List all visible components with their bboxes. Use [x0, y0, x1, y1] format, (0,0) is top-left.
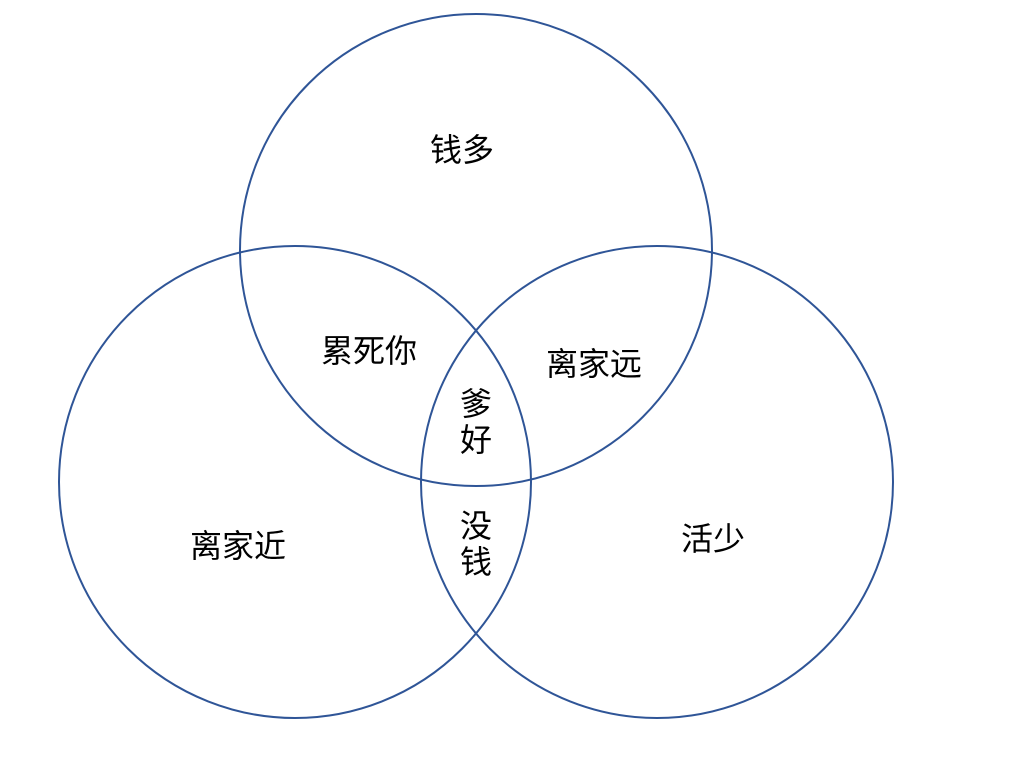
label-center-line1: 爹	[460, 385, 492, 423]
label-left-right-line1: 没	[460, 507, 492, 545]
circle-top	[239, 13, 713, 487]
label-right-only: 活少	[681, 520, 745, 558]
label-left-right-line2: 钱	[460, 543, 492, 581]
label-top-only: 钱多	[430, 131, 494, 169]
label-top-left: 累死你	[321, 332, 417, 370]
label-top-right: 离家远	[546, 345, 642, 383]
circle-left	[58, 245, 532, 719]
label-left-only: 离家近	[190, 527, 286, 565]
label-center-line2: 好	[460, 421, 492, 459]
circle-right	[420, 245, 894, 719]
